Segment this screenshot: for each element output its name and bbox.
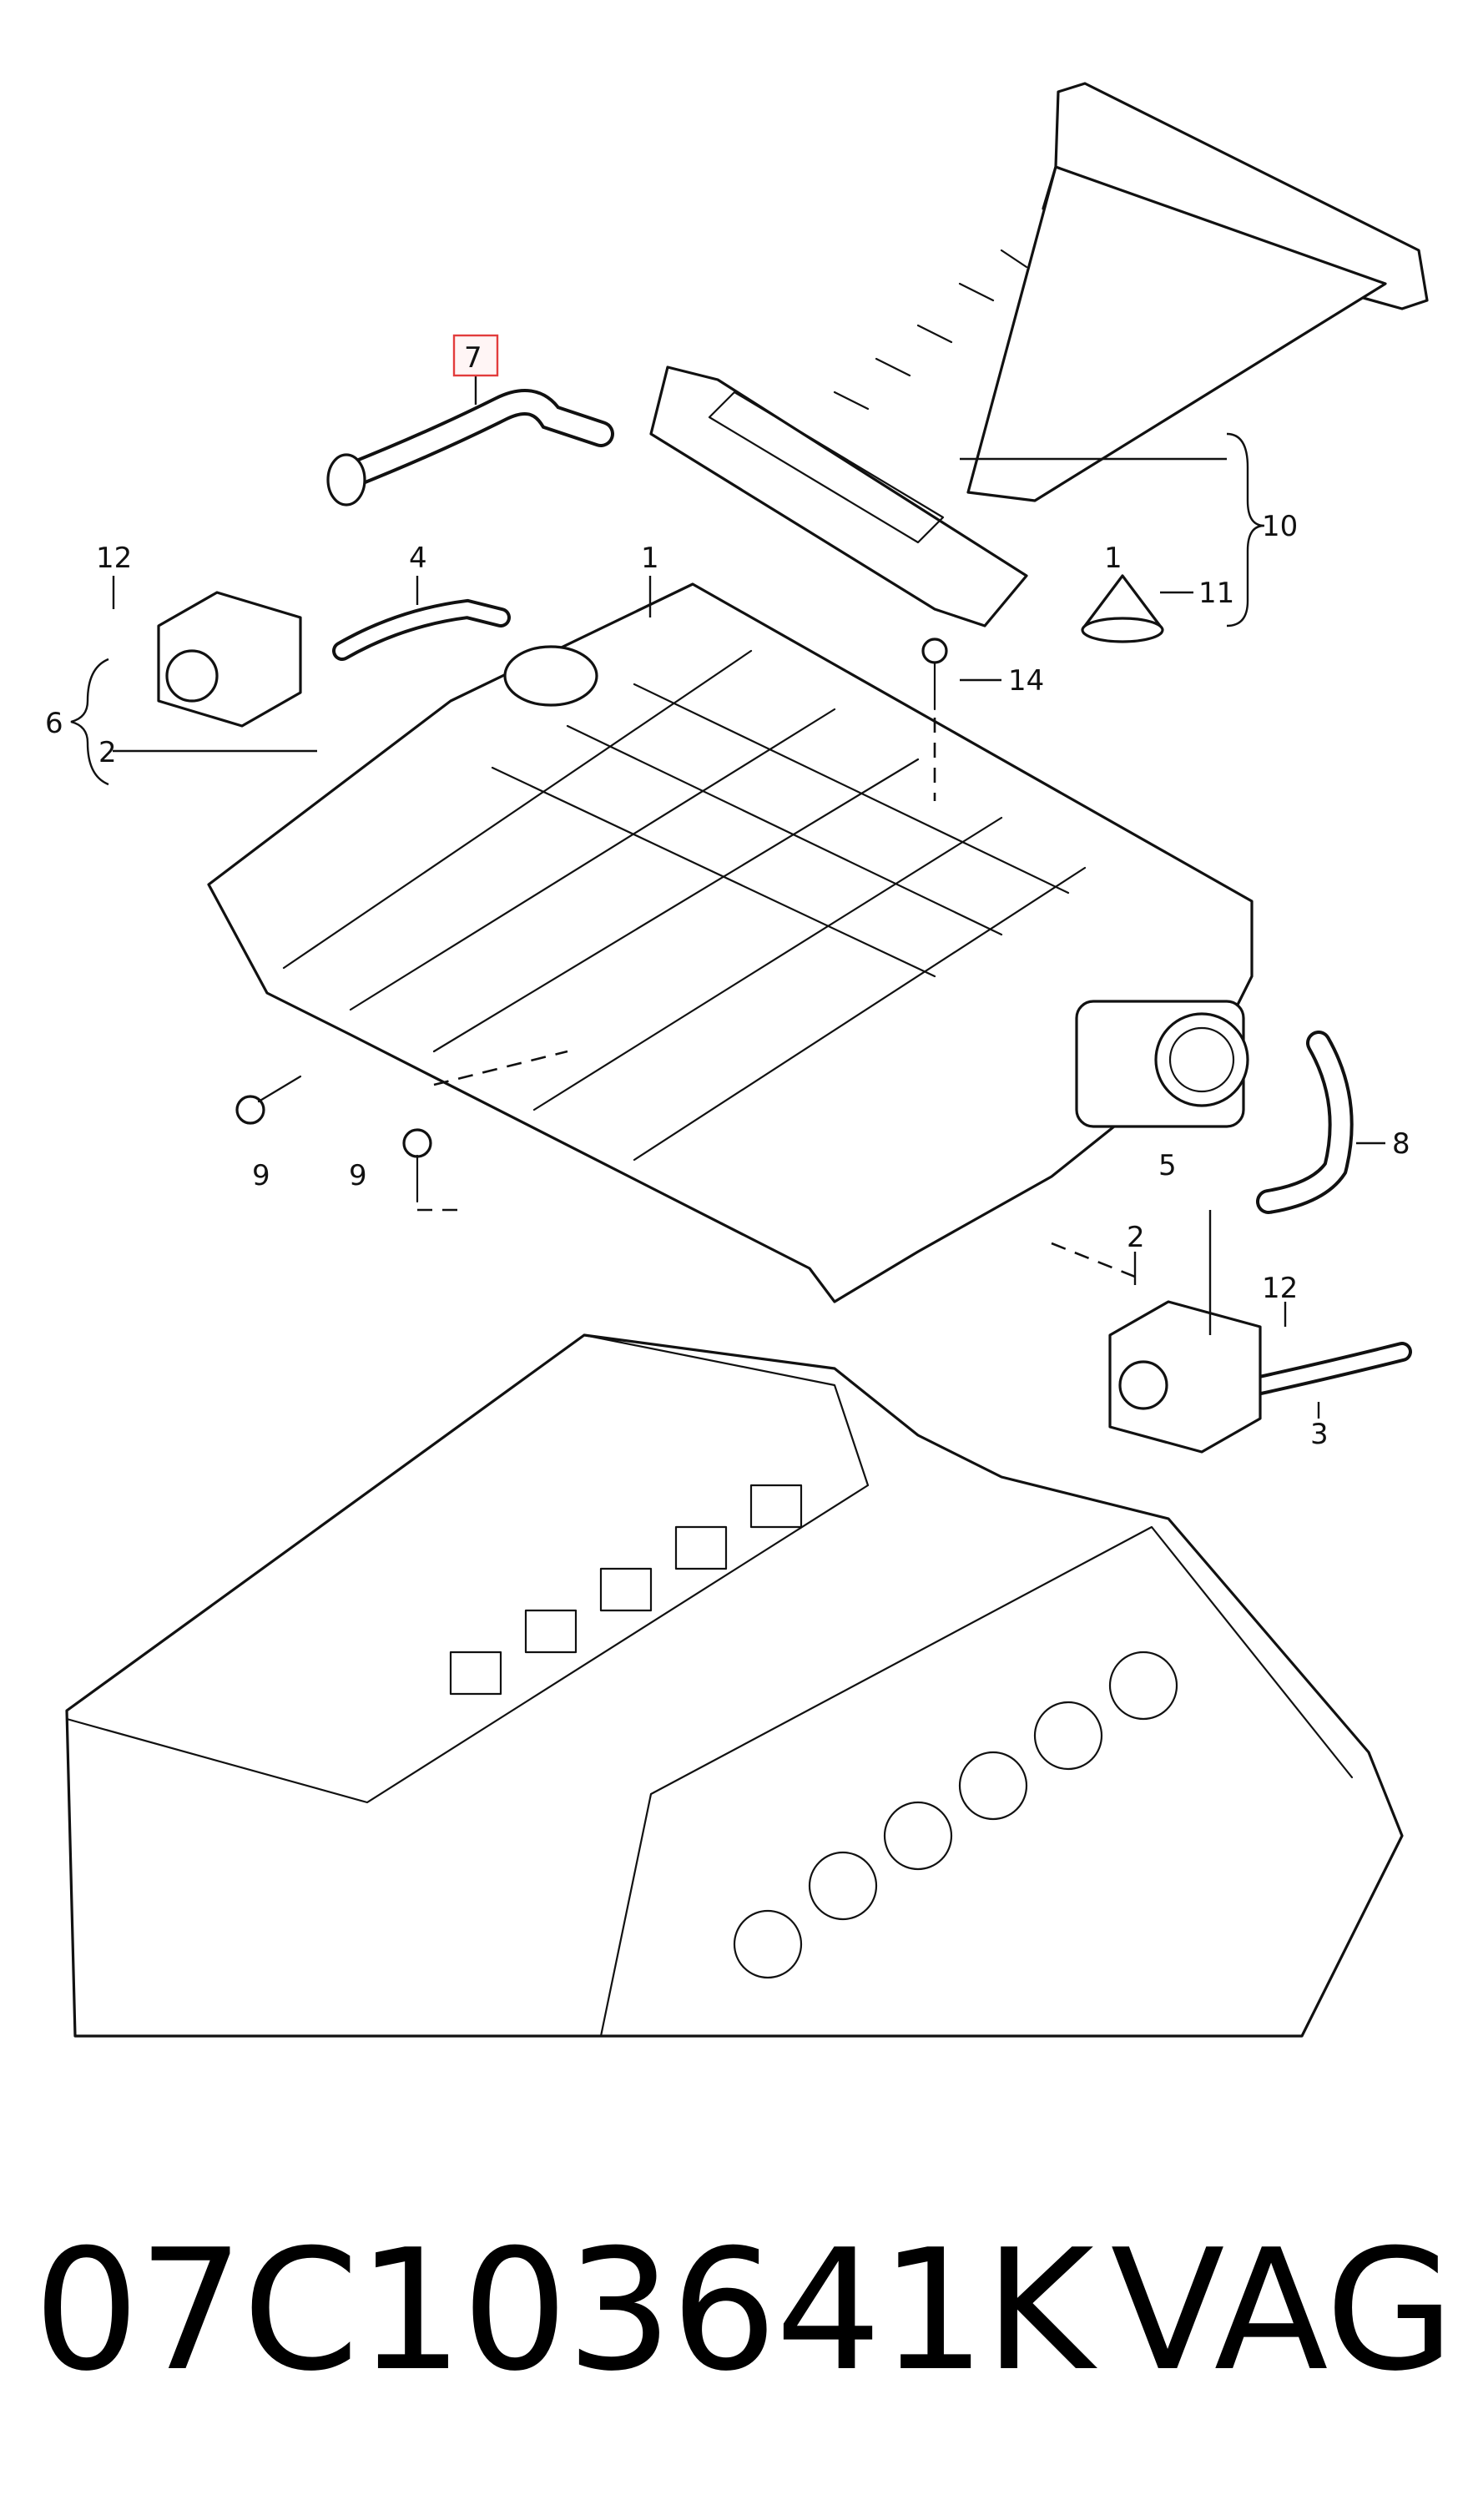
brand-label: VAG bbox=[1110, 2214, 1455, 2408]
valve-5 bbox=[1108, 1300, 1262, 1454]
stud-9-left bbox=[235, 1075, 302, 1125]
hose-8 bbox=[1256, 1031, 1354, 1214]
callout-9-left: 9 bbox=[252, 1159, 270, 1192]
hose-7 bbox=[326, 389, 614, 507]
valve-6 bbox=[157, 591, 302, 728]
callout-12-right: 12 bbox=[1262, 1272, 1298, 1305]
cap-11 bbox=[1081, 574, 1164, 643]
callout-1-cap: 1 bbox=[1104, 542, 1122, 575]
callout-12-left: 12 bbox=[96, 542, 132, 575]
exploded-parts-diagram: 7 1 1 4 12 6 2 14 11 10 8 5 2 12 3 9 9 bbox=[45, 82, 1429, 2038]
callout-2-right: 2 bbox=[1127, 1221, 1145, 1254]
engine-block bbox=[65, 1333, 1404, 2038]
part-number: 07C103641K bbox=[33, 2214, 1094, 2408]
callout-2-left: 2 bbox=[98, 736, 117, 769]
callout-1: 1 bbox=[641, 542, 659, 575]
callout-10: 10 bbox=[1262, 510, 1298, 543]
stud-9-right bbox=[402, 1128, 432, 1203]
callout-8: 8 bbox=[1392, 1127, 1410, 1161]
intake-manifold bbox=[207, 582, 1254, 1303]
callout-5: 5 bbox=[1158, 1149, 1177, 1182]
callout-11: 11 bbox=[1198, 577, 1234, 610]
callout-9-right: 9 bbox=[349, 1159, 367, 1192]
hose-4 bbox=[332, 598, 511, 661]
callout-4: 4 bbox=[409, 542, 427, 575]
engine-cover bbox=[649, 82, 1429, 627]
callout-3: 3 bbox=[1310, 1418, 1329, 1451]
callout-14: 14 bbox=[1008, 664, 1044, 698]
stud-14 bbox=[921, 638, 948, 711]
callout-6: 6 bbox=[45, 707, 63, 740]
callout-7-highlight bbox=[452, 334, 499, 377]
leader-lines bbox=[70, 375, 1385, 1419]
callout-7: 7 bbox=[464, 341, 482, 375]
hose-3 bbox=[1250, 1342, 1412, 1395]
